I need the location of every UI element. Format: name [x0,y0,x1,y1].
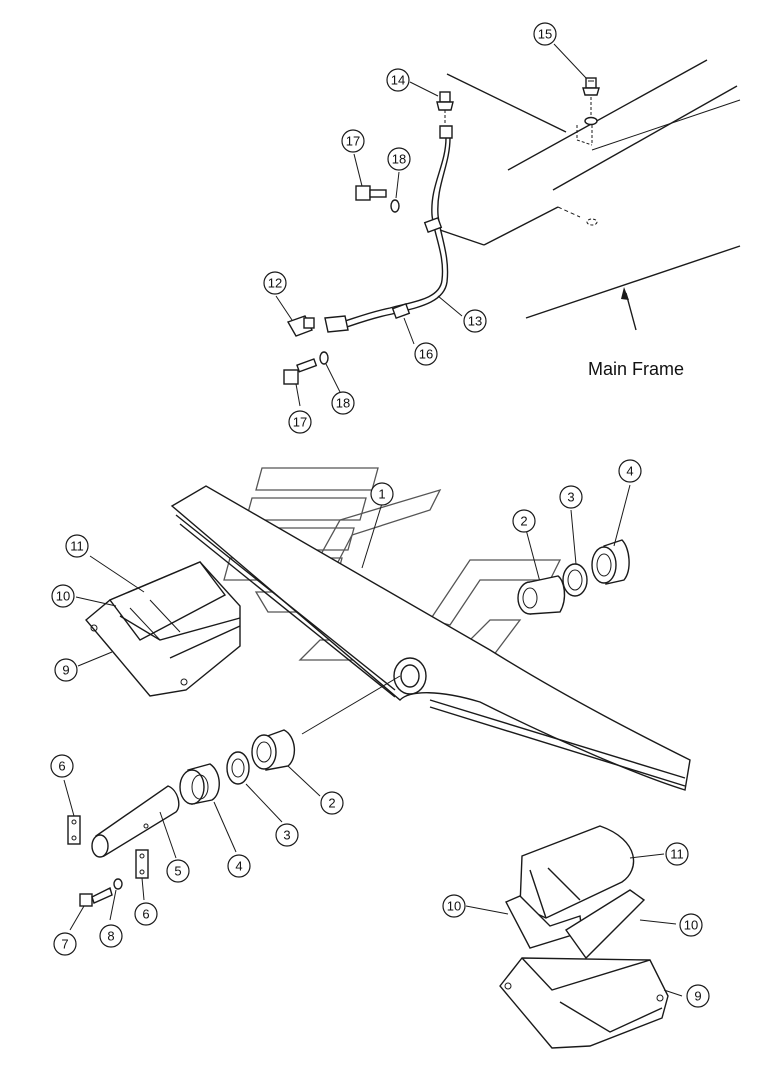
callout-8: 8 [99,924,123,948]
callout-11-left: 11 [65,534,89,558]
callout-9-left: 9 [54,658,78,682]
svg-text:16: 16 [419,347,433,362]
callout-4-lower: 4 [227,854,251,878]
callout-10-right-left: 10 [442,894,466,918]
grease-hose-13 [324,125,453,333]
spring-seat-10-upper [505,895,583,949]
bushing-2-lower [251,729,295,771]
svg-text:4: 4 [235,859,242,874]
svg-text:2: 2 [328,796,335,811]
svg-text:13: 13 [468,314,482,329]
callout-3-upper: 3 [559,485,583,509]
callout-17-upper: 17 [341,129,365,153]
elbow-fitting-12 [286,315,315,337]
svg-text:10: 10 [447,899,461,914]
svg-text:12: 12 [268,276,282,291]
callout-6-right: 6 [134,902,158,926]
callout-16: 16 [414,342,438,366]
svg-text:10: 10 [684,918,698,933]
bolt-17-upper [355,185,387,201]
callout-11-right: 11 [665,842,689,866]
leaf-spring [170,485,691,791]
svg-text:17: 17 [346,134,360,149]
callout-10-left: 10 [51,584,75,608]
spring-seat-10-lower [564,889,646,960]
svg-text:14: 14 [391,73,405,88]
svg-text:11: 11 [70,539,84,554]
callout-18-upper: 18 [387,147,411,171]
seal-3-lower [226,751,250,785]
leader-1 [361,496,385,569]
bolt-7 [79,886,113,907]
svg-text:10: 10 [56,589,70,604]
callout-10-right-right: 10 [679,913,703,937]
main-frame-arrow [621,287,637,331]
svg-text:6: 6 [58,759,65,774]
callout-4-upper: 4 [618,459,642,483]
svg-text:18: 18 [336,396,350,411]
svg-text:18: 18 [392,152,406,167]
callout-1: 1 [370,482,394,506]
callout-15: 15 [533,22,557,46]
callout-2-lower: 2 [320,791,344,815]
svg-text:17: 17 [293,415,307,430]
bushing-4-upper [591,539,630,585]
callout-12: 12 [263,271,287,295]
seal-3-upper [562,563,588,597]
spring-seat-9-exploded [499,957,669,1049]
callout-13: 13 [463,309,487,333]
callout-18-lower: 18 [331,391,355,415]
grease-fitting-15 [582,77,600,96]
svg-text:8: 8 [107,929,114,944]
main-frame-label: Main Frame [588,359,684,379]
svg-text:4: 4 [626,464,633,479]
callout-leaders [63,43,683,997]
leader-spring-bottom [301,675,401,735]
plate-6-left [67,815,81,845]
plate-6-right [135,849,149,879]
callout-2-upper: 2 [512,509,536,533]
callout-9-right: 9 [686,984,710,1008]
grease-fitting-14 [436,91,454,124]
callout-5: 5 [166,859,190,883]
washer-18-lower [319,351,329,365]
spring-seat-11-exploded [519,825,635,919]
svg-text:15: 15 [538,27,552,42]
svg-text:9: 9 [694,989,701,1004]
callout-7: 7 [53,932,77,956]
svg-text:9: 9 [62,663,69,678]
callout-6-left: 6 [50,754,74,778]
svg-text:5: 5 [174,864,181,879]
bushing-4-lower [179,763,220,805]
spring-seat-assembly-left [85,561,241,697]
pin-5 [91,785,180,858]
callout-3-lower: 3 [275,823,299,847]
callout-14: 14 [386,68,410,92]
bolt-17-lower [283,358,318,385]
svg-text:7: 7 [61,937,68,952]
washer-18-upper [390,199,400,213]
svg-text:2: 2 [520,514,527,529]
main-frame [439,59,741,319]
washer-8 [113,878,123,890]
bushing-2-upper [517,575,566,615]
callout-17-lower: 17 [288,410,312,434]
svg-text:3: 3 [283,828,290,843]
svg-text:1: 1 [378,487,385,502]
svg-text:11: 11 [670,847,684,862]
svg-text:3: 3 [567,490,574,505]
svg-text:6: 6 [142,907,149,922]
